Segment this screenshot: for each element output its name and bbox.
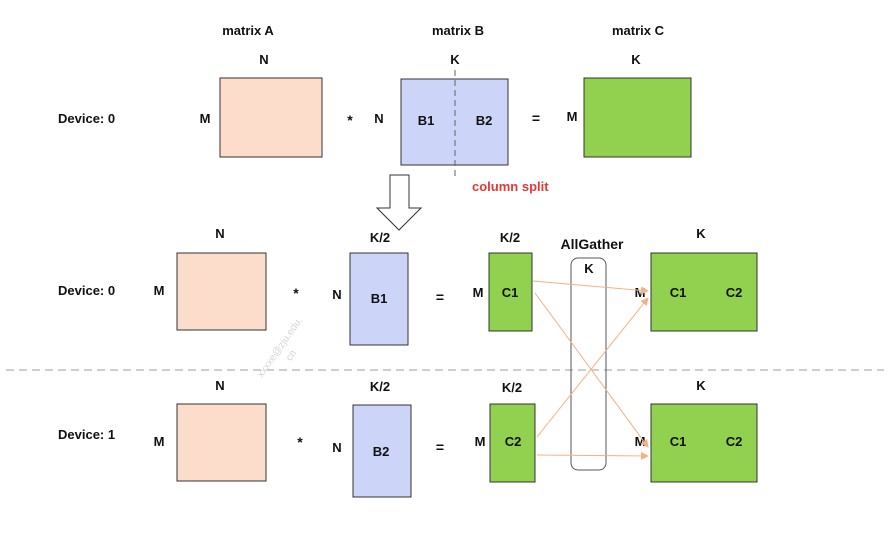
device-0-a-dim-n: N (215, 226, 224, 241)
device-1-c-dim-k2: K/2 (502, 380, 522, 395)
top-equals-sign: = (532, 110, 540, 126)
device-0-multiply-sign: * (293, 285, 299, 301)
column-split-label: column split (472, 179, 549, 194)
device-0-c-dim-m: M (473, 285, 484, 300)
device-1-multiply-sign: * (297, 434, 303, 450)
top-c-dim-k: K (631, 52, 641, 67)
device-1-label: Device: 1 (58, 427, 115, 442)
watermark-line-2: cn (284, 348, 299, 363)
device-0-out-c2-label: C2 (726, 285, 743, 300)
allgather-ring (570, 257, 607, 471)
device-1-c2-label: C2 (505, 434, 522, 449)
device-0-matrix-a (176, 252, 267, 331)
top-multiply-sign: * (347, 112, 353, 128)
device-1-matrix-a (176, 403, 267, 482)
top-matrix-a (219, 77, 323, 158)
device-1-out-dim-k: K (696, 378, 706, 393)
device-0-out-dim-k: K (696, 226, 706, 241)
device-0-label: Device: 0 (58, 283, 115, 298)
device-1-a-dim-m: M (154, 434, 165, 449)
device-1-out-dim-m: M (635, 434, 646, 449)
device-1-out-c2-label: C2 (726, 434, 743, 449)
device-0-out-dim-m: M (635, 285, 646, 300)
device-0-matrix-b1 (349, 252, 409, 346)
top-a-dim-n: N (259, 52, 268, 67)
device-1-section: Device: 1 N M * K/2 N B2 = K/2 M C2 K M … (58, 378, 758, 498)
device-0-c1-label: C1 (502, 285, 519, 300)
top-section: matrix A matrix B matrix C Device: 0 N M… (58, 23, 692, 231)
device-0-out-c1-label: C1 (670, 285, 687, 300)
device-1-a-dim-n: N (215, 378, 224, 393)
allgather-title: AllGather (560, 236, 624, 252)
top-matrix-c (583, 77, 692, 158)
arrow-c2-to-device-1 (536, 451, 649, 460)
device-0-equals-sign: = (436, 289, 444, 305)
allgather-group: AllGather K (532, 236, 649, 471)
device-1-c-dim-m: M (475, 434, 486, 449)
device-0-b-dim-k2: K/2 (370, 230, 390, 245)
device-0-matrix-c-full (650, 252, 758, 332)
arrow-c2-to-device-0 (536, 297, 649, 438)
arrow-c1-to-device-0 (532, 280, 649, 295)
device-0-b1-label: B1 (371, 291, 388, 306)
device-0-a-dim-m: M (154, 283, 165, 298)
device-1-out-c1-label: C1 (670, 434, 687, 449)
top-a-dim-m: M (200, 111, 211, 126)
header-matrix-c: matrix C (612, 23, 665, 38)
device-0-b-dim-n: N (332, 287, 341, 302)
device-1-b2-label: B2 (373, 444, 390, 459)
device-0-matrix-c1 (488, 252, 533, 332)
device-1-b-dim-k2: K/2 (370, 379, 390, 394)
top-b-dim-k: K (450, 52, 460, 67)
device-1-equals-sign: = (436, 439, 444, 455)
arrow-c1-to-device-1 (534, 292, 649, 448)
top-b1-label: B1 (418, 113, 435, 128)
device-1-matrix-c-full (650, 403, 758, 483)
device-0-c-dim-k2: K/2 (500, 230, 520, 245)
header-matrix-b: matrix B (432, 23, 484, 38)
device-1-b-dim-n: N (332, 440, 341, 455)
allgather-dim-k: K (584, 261, 594, 276)
top-b-dim-n: N (374, 111, 383, 126)
down-arrow-icon (375, 174, 423, 231)
top-device-label: Device: 0 (58, 111, 115, 126)
device-1-matrix-c2 (489, 403, 536, 483)
device-1-matrix-b2 (352, 404, 412, 498)
top-c-dim-m: M (567, 109, 578, 124)
device-0-section: Device: 0 N M * K/2 N B1 = K/2 M C1 K M … (58, 226, 758, 346)
top-b2-label: B2 (476, 113, 493, 128)
header-matrix-a: matrix A (222, 23, 274, 38)
